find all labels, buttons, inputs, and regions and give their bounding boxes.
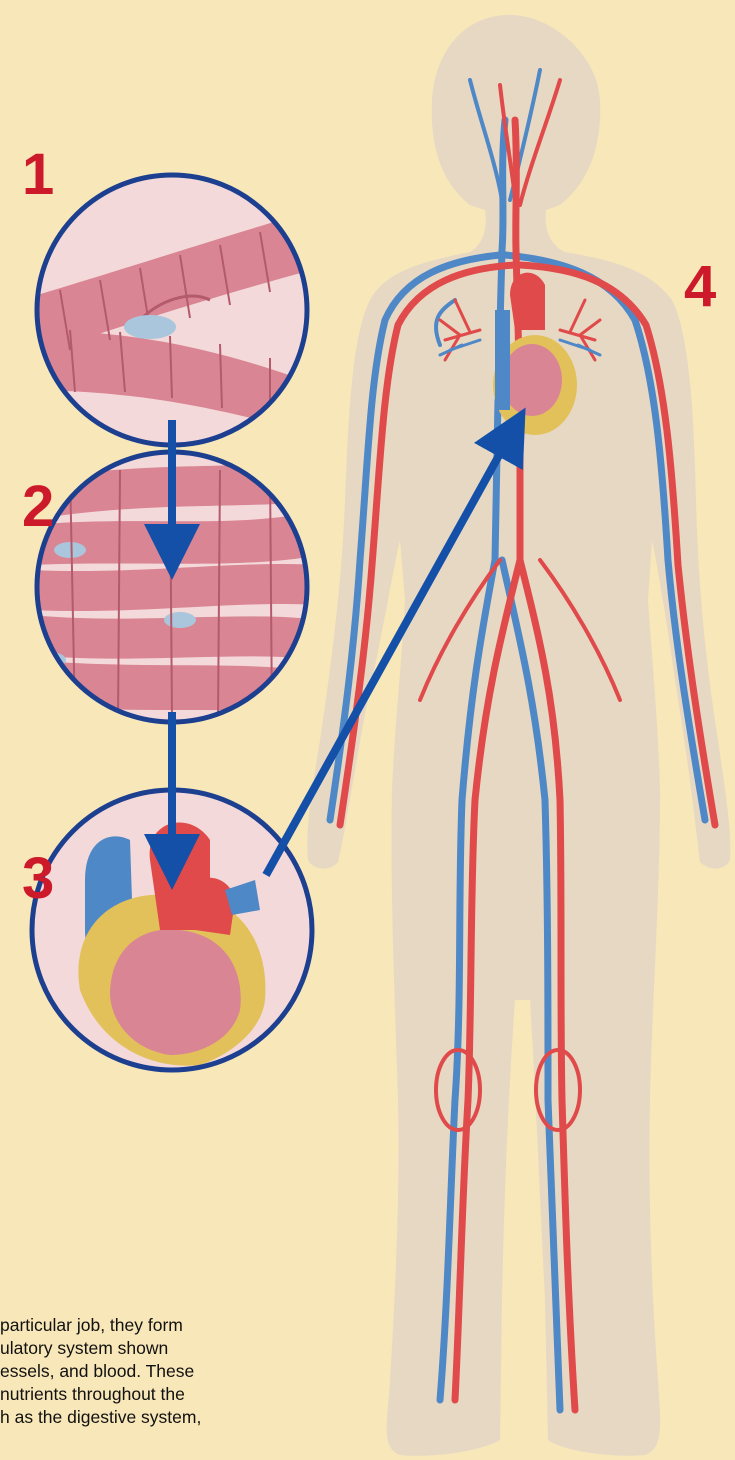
caption-line: ulatory system shown <box>0 1337 345 1360</box>
caption-line: particular job, they form <box>0 1314 345 1337</box>
caption-line: essels, and blood. These <box>0 1360 345 1383</box>
step-number-1: 1 <box>22 146 54 204</box>
caption-text: particular job, they form ulatory system… <box>0 1314 345 1429</box>
caption-line: nutrients throughout the <box>0 1383 345 1406</box>
muscle-cell-circle <box>20 175 330 445</box>
step-number-4: 4 <box>684 258 716 316</box>
step-number-3: 3 <box>22 850 54 908</box>
step-number-2: 2 <box>22 478 54 536</box>
caption-line: h as the digestive system, <box>0 1406 345 1429</box>
